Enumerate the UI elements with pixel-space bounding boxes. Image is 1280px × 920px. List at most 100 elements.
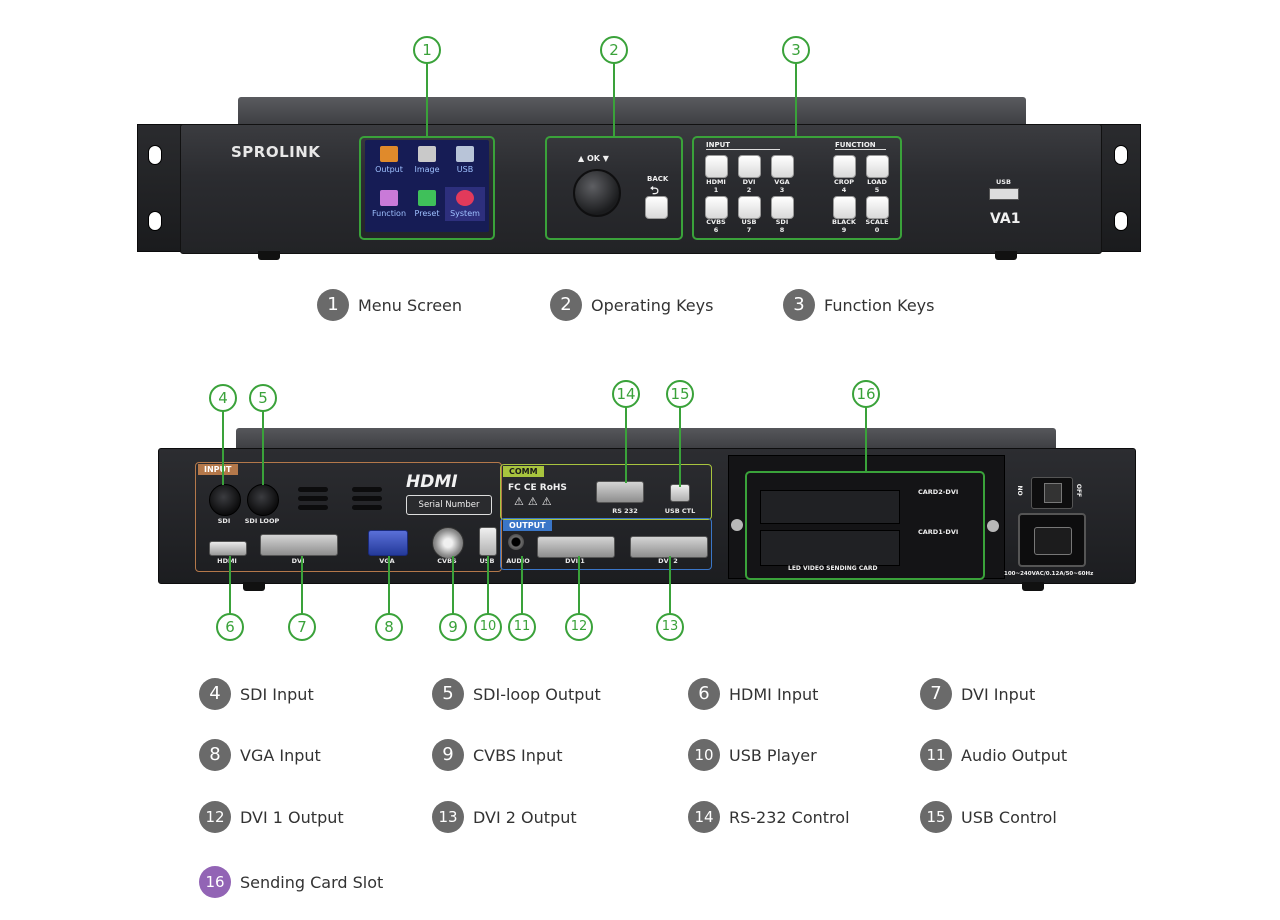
- output-tag: OUTPUT: [503, 520, 552, 531]
- vent: [352, 496, 382, 501]
- sdi-port[interactable]: [209, 484, 241, 516]
- output-icon: [380, 146, 398, 162]
- callout-leader: [795, 62, 797, 138]
- rack-slot: [148, 145, 162, 165]
- legend-label: DVI 2 Output: [473, 808, 577, 827]
- sdi-key[interactable]: [771, 196, 794, 219]
- vga-port-label: VGA: [379, 557, 395, 565]
- callout-leader: [865, 407, 867, 473]
- chassis-foot: [995, 251, 1017, 260]
- card1-slot[interactable]: [760, 530, 900, 566]
- usb-player-port[interactable]: [479, 527, 497, 556]
- vent: [298, 496, 328, 501]
- front-usb-port[interactable]: [989, 188, 1019, 200]
- rs232-port[interactable]: [596, 481, 644, 503]
- crop-key[interactable]: [833, 155, 856, 178]
- dvi-key[interactable]: [738, 155, 761, 178]
- power-switch[interactable]: [1031, 477, 1073, 509]
- screw-icon: [731, 519, 743, 531]
- hdmi-port-label: HDMI: [217, 557, 237, 565]
- scale-key[interactable]: [866, 196, 889, 219]
- dvi2-port-label: DVI 2: [658, 557, 678, 565]
- screw-icon: [987, 520, 999, 532]
- vga-key[interactable]: [771, 155, 794, 178]
- legend-number: 1: [317, 289, 349, 321]
- certification-marks: FC CE RoHS: [508, 483, 567, 493]
- power-inlet[interactable]: [1018, 513, 1086, 567]
- callout-leader: [262, 411, 264, 485]
- legend-label: CVBS Input: [473, 746, 563, 765]
- hdmi-port[interactable]: [209, 541, 247, 556]
- callout-1: 1: [413, 36, 441, 64]
- legend-label: USB Player: [729, 746, 817, 765]
- callout-leader: [229, 556, 231, 614]
- chassis-foot: [258, 251, 280, 260]
- legend-number: 13: [432, 801, 464, 833]
- callout-leader: [487, 556, 489, 614]
- callout-6: 6: [216, 613, 244, 641]
- brand-logo: SPROLINK: [231, 143, 321, 161]
- back-button[interactable]: [645, 196, 668, 219]
- hdmi-logo: HDMI: [406, 472, 458, 492]
- callout-leader: [521, 556, 523, 614]
- legend-label: SDI Input: [240, 685, 314, 704]
- legend-number: 16: [199, 866, 231, 898]
- usb-key[interactable]: [738, 196, 761, 219]
- legend-number: 9: [432, 739, 464, 771]
- legend-label: Function Keys: [824, 296, 935, 315]
- front-usb-label: USB: [996, 178, 1011, 186]
- callout-leader: [669, 556, 671, 614]
- callout-leader: [625, 407, 627, 483]
- legend-number: 10: [688, 739, 720, 771]
- callout-12: 12: [565, 613, 593, 641]
- rs232-port-label: RS 232: [612, 507, 638, 515]
- menu-item-preset: Preset: [407, 190, 447, 218]
- ok-knob[interactable]: [573, 169, 621, 217]
- callout-leader: [222, 411, 224, 485]
- callout-14: 14: [612, 380, 640, 408]
- dvi1-output-port[interactable]: [537, 536, 615, 558]
- menu-item-system: System: [445, 187, 485, 221]
- card2-slot[interactable]: [760, 490, 900, 524]
- cvbs-key[interactable]: [705, 196, 728, 219]
- front-right-rack-ear: [1099, 124, 1141, 252]
- vent: [352, 487, 382, 492]
- ok-label: ▲ OK ▼: [578, 154, 609, 163]
- legend-label: SDI-loop Output: [473, 685, 601, 704]
- legend-number: 11: [920, 739, 952, 771]
- callout-15: 15: [666, 380, 694, 408]
- cvbs-bnc-port[interactable]: [432, 527, 464, 559]
- front-faceplate: [180, 124, 1102, 254]
- legend-number: 14: [688, 801, 720, 833]
- legend-number: 6: [688, 678, 720, 710]
- chassis-foot: [1022, 582, 1044, 591]
- comm-tag: COMM: [503, 466, 544, 477]
- legend-number: 15: [920, 801, 952, 833]
- sdi-loop-port[interactable]: [247, 484, 279, 516]
- audio-jack[interactable]: [508, 534, 524, 550]
- input-tag: INPUT: [198, 464, 238, 475]
- dvi1-port-label: DVI 1: [565, 557, 585, 565]
- legend-number: 3: [783, 289, 815, 321]
- legend-number: 12: [199, 801, 231, 833]
- dvi-input-port[interactable]: [260, 534, 338, 556]
- switch-off-label: OFF: [1075, 483, 1083, 498]
- load-key[interactable]: [866, 155, 889, 178]
- vga-port[interactable]: [368, 530, 408, 556]
- save-icon: [418, 190, 436, 206]
- callout-11: 11: [508, 613, 536, 641]
- callout-leader: [679, 407, 681, 487]
- front-left-rack-ear: [137, 124, 183, 252]
- rocker-toggle: [1044, 483, 1062, 503]
- serial-number-label: Serial Number: [406, 495, 492, 515]
- usb-player-port-label: USB: [462, 557, 512, 565]
- callout-9: 9: [439, 613, 467, 641]
- hdmi-key[interactable]: [705, 155, 728, 178]
- dvi2-output-port[interactable]: [630, 536, 708, 558]
- menu-item-usb: USB: [445, 146, 485, 174]
- black-key[interactable]: [833, 196, 856, 219]
- legend-number: 5: [432, 678, 464, 710]
